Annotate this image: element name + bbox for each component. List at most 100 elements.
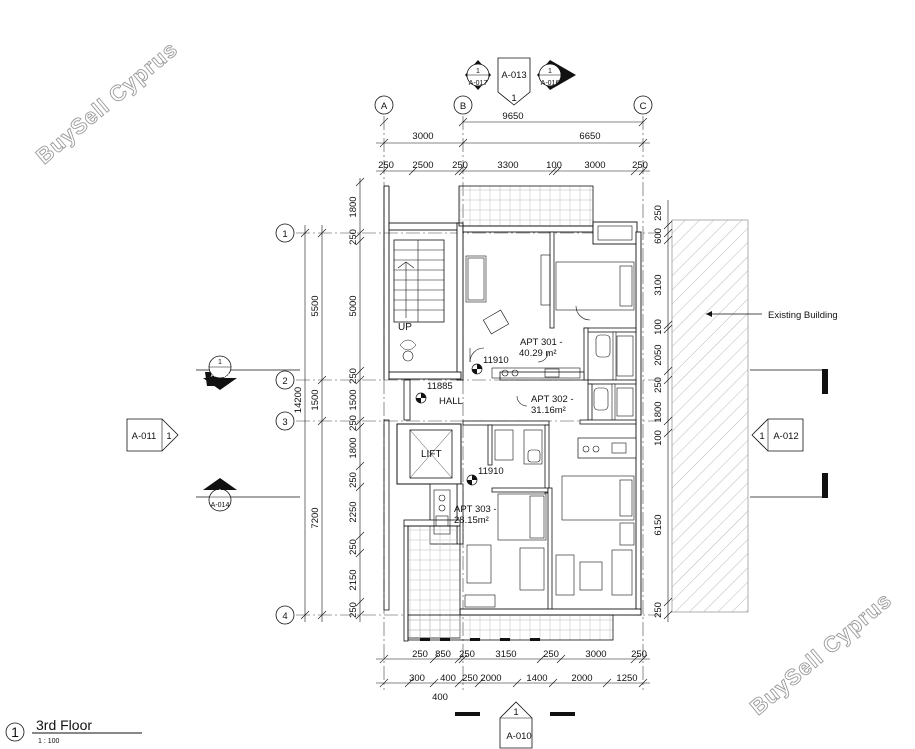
section-cut-right-lower	[822, 473, 828, 498]
furniture-apt303	[433, 429, 547, 608]
room-apt302-name: APT 302 -	[531, 394, 574, 405]
dim-top-7: 100	[546, 160, 562, 171]
dim-top-8: 3000	[584, 160, 605, 171]
dim-right-7: 1800	[653, 401, 664, 422]
balcony-north	[458, 185, 594, 227]
dim-left-11: 250	[348, 472, 359, 488]
dim-bottom-13: 2000	[571, 673, 592, 684]
svg-text:1: 1	[511, 93, 516, 104]
elevation-marker-a011: A-011 1	[126, 418, 179, 452]
svg-text:A: A	[381, 101, 388, 112]
dim-right-1: 250	[653, 205, 664, 221]
dim-right-6: 250	[653, 377, 664, 393]
svg-text:1: 1	[282, 229, 287, 240]
dimensions-left	[300, 177, 365, 622]
svg-text:B: B	[460, 101, 466, 112]
svg-text:A-013: A-013	[501, 70, 526, 81]
grid-bubble-3: 3	[275, 411, 295, 431]
dim-left-8: 1500	[348, 389, 359, 410]
dim-left-15: 250	[348, 602, 359, 618]
svg-text:C: C	[640, 101, 647, 112]
dim-bottom-7: 250	[631, 649, 647, 660]
svg-text:A-011: A-011	[132, 431, 157, 442]
grid-bubble-c: C	[633, 95, 653, 115]
svg-text:1: 1	[218, 359, 222, 366]
dim-top-1: 3000	[412, 131, 433, 142]
svg-text:1: 1	[166, 431, 171, 442]
room-hall: HALL	[439, 396, 463, 407]
dim-bottom-9: 400	[440, 673, 456, 684]
existing-building: Existing Building	[671, 219, 838, 613]
furniture-apt301	[465, 254, 635, 379]
dim-left-13: 250	[348, 539, 359, 555]
svg-text:4: 4	[282, 611, 287, 622]
existing-building-label: Existing Building	[768, 310, 838, 321]
grid-bubble-4: 4	[275, 605, 295, 625]
room-apt303-area: 28.15m²	[454, 515, 489, 526]
dim-bottom-8: 300	[409, 673, 425, 684]
dim-bottom-5: 250	[543, 649, 559, 660]
dim-right-8: 100	[653, 430, 664, 446]
section-marker-a014: 1 A-014	[203, 478, 237, 512]
svg-text:A-012: A-012	[773, 431, 798, 442]
dim-left-14: 2150	[348, 569, 359, 590]
grid-bubble-2: 2	[275, 370, 295, 390]
dim-top-overall: 9650	[502, 111, 523, 122]
dim-left-3: 7200	[310, 507, 321, 528]
elevation-marker-a012: 1 A-012	[751, 418, 804, 452]
dim-left-6: 5000	[348, 295, 359, 316]
room-lift: LIFT	[421, 449, 442, 460]
svg-text:A-015: A-015	[211, 372, 230, 379]
dim-bottom-1: 250	[412, 649, 428, 660]
grid-bubble-b: B	[453, 95, 473, 115]
furniture-apt302	[516, 387, 635, 596]
svg-text:3: 3	[282, 417, 287, 428]
level-marker-apt301: 11910	[471, 355, 509, 375]
dim-bottom-4: 3150	[495, 649, 516, 660]
view-scale: 1 : 100	[38, 738, 60, 745]
dim-left-overall: 14200	[293, 387, 304, 413]
watermark-top-left: BuySell Cyprus	[31, 36, 182, 169]
dim-right-4: 100	[653, 319, 664, 335]
staircase	[393, 239, 445, 362]
dim-right-5: 2050	[653, 344, 664, 365]
view-title: 1 3rd Floor 1 : 100	[5, 717, 142, 745]
svg-text:1: 1	[548, 68, 552, 75]
dim-top-3: 250	[378, 160, 394, 171]
dim-bottom-12: 1400	[526, 673, 547, 684]
svg-text:A-016: A-016	[541, 80, 560, 87]
svg-text:1: 1	[513, 707, 518, 718]
dim-right-3: 3100	[653, 274, 664, 295]
svg-text:11910: 11910	[478, 466, 504, 477]
dim-top-5: 250	[452, 160, 468, 171]
dim-right-9: 6150	[653, 514, 664, 535]
dim-left-7: 250	[348, 368, 359, 384]
room-apt303-name: APT 303 -	[454, 504, 497, 515]
dim-left-12: 2250	[348, 501, 359, 522]
section-marker-a017: 1 A-017	[465, 60, 491, 90]
svg-text:2: 2	[282, 376, 287, 387]
dim-bottom-14: 1250	[616, 673, 637, 684]
dim-left-1: 5500	[310, 295, 321, 316]
dim-bottom-6: 3000	[585, 649, 606, 660]
dimensions-right	[663, 200, 673, 622]
dim-top-9: 250	[632, 160, 648, 171]
dim-bottom-3: 250	[459, 649, 475, 660]
section-cut-right-upper	[822, 369, 828, 394]
svg-text:11910: 11910	[483, 355, 509, 366]
svg-text:A-014: A-014	[211, 502, 230, 509]
dimensions-top	[376, 117, 650, 176]
svg-text:11885: 11885	[427, 381, 453, 392]
dimensions-bottom	[376, 654, 650, 688]
room-apt301-area: 40.29 m²	[519, 348, 557, 359]
dim-left-5: 250	[348, 229, 359, 245]
elevation-marker-a013: A-013 1	[497, 57, 531, 106]
dim-left-10: 1800	[348, 437, 359, 458]
room-apt301-name: APT 301 -	[520, 337, 563, 348]
watermark-bottom-right: BuySell Cyprus	[745, 587, 896, 720]
level-marker-hall: 11885	[415, 381, 453, 404]
elevation-marker-a010: 1 A-010	[499, 701, 533, 749]
section-marker-a015: 1 A-015	[203, 355, 237, 390]
dim-bottom-15: 400	[432, 692, 448, 703]
level-marker-apt303: 11910	[466, 466, 504, 486]
